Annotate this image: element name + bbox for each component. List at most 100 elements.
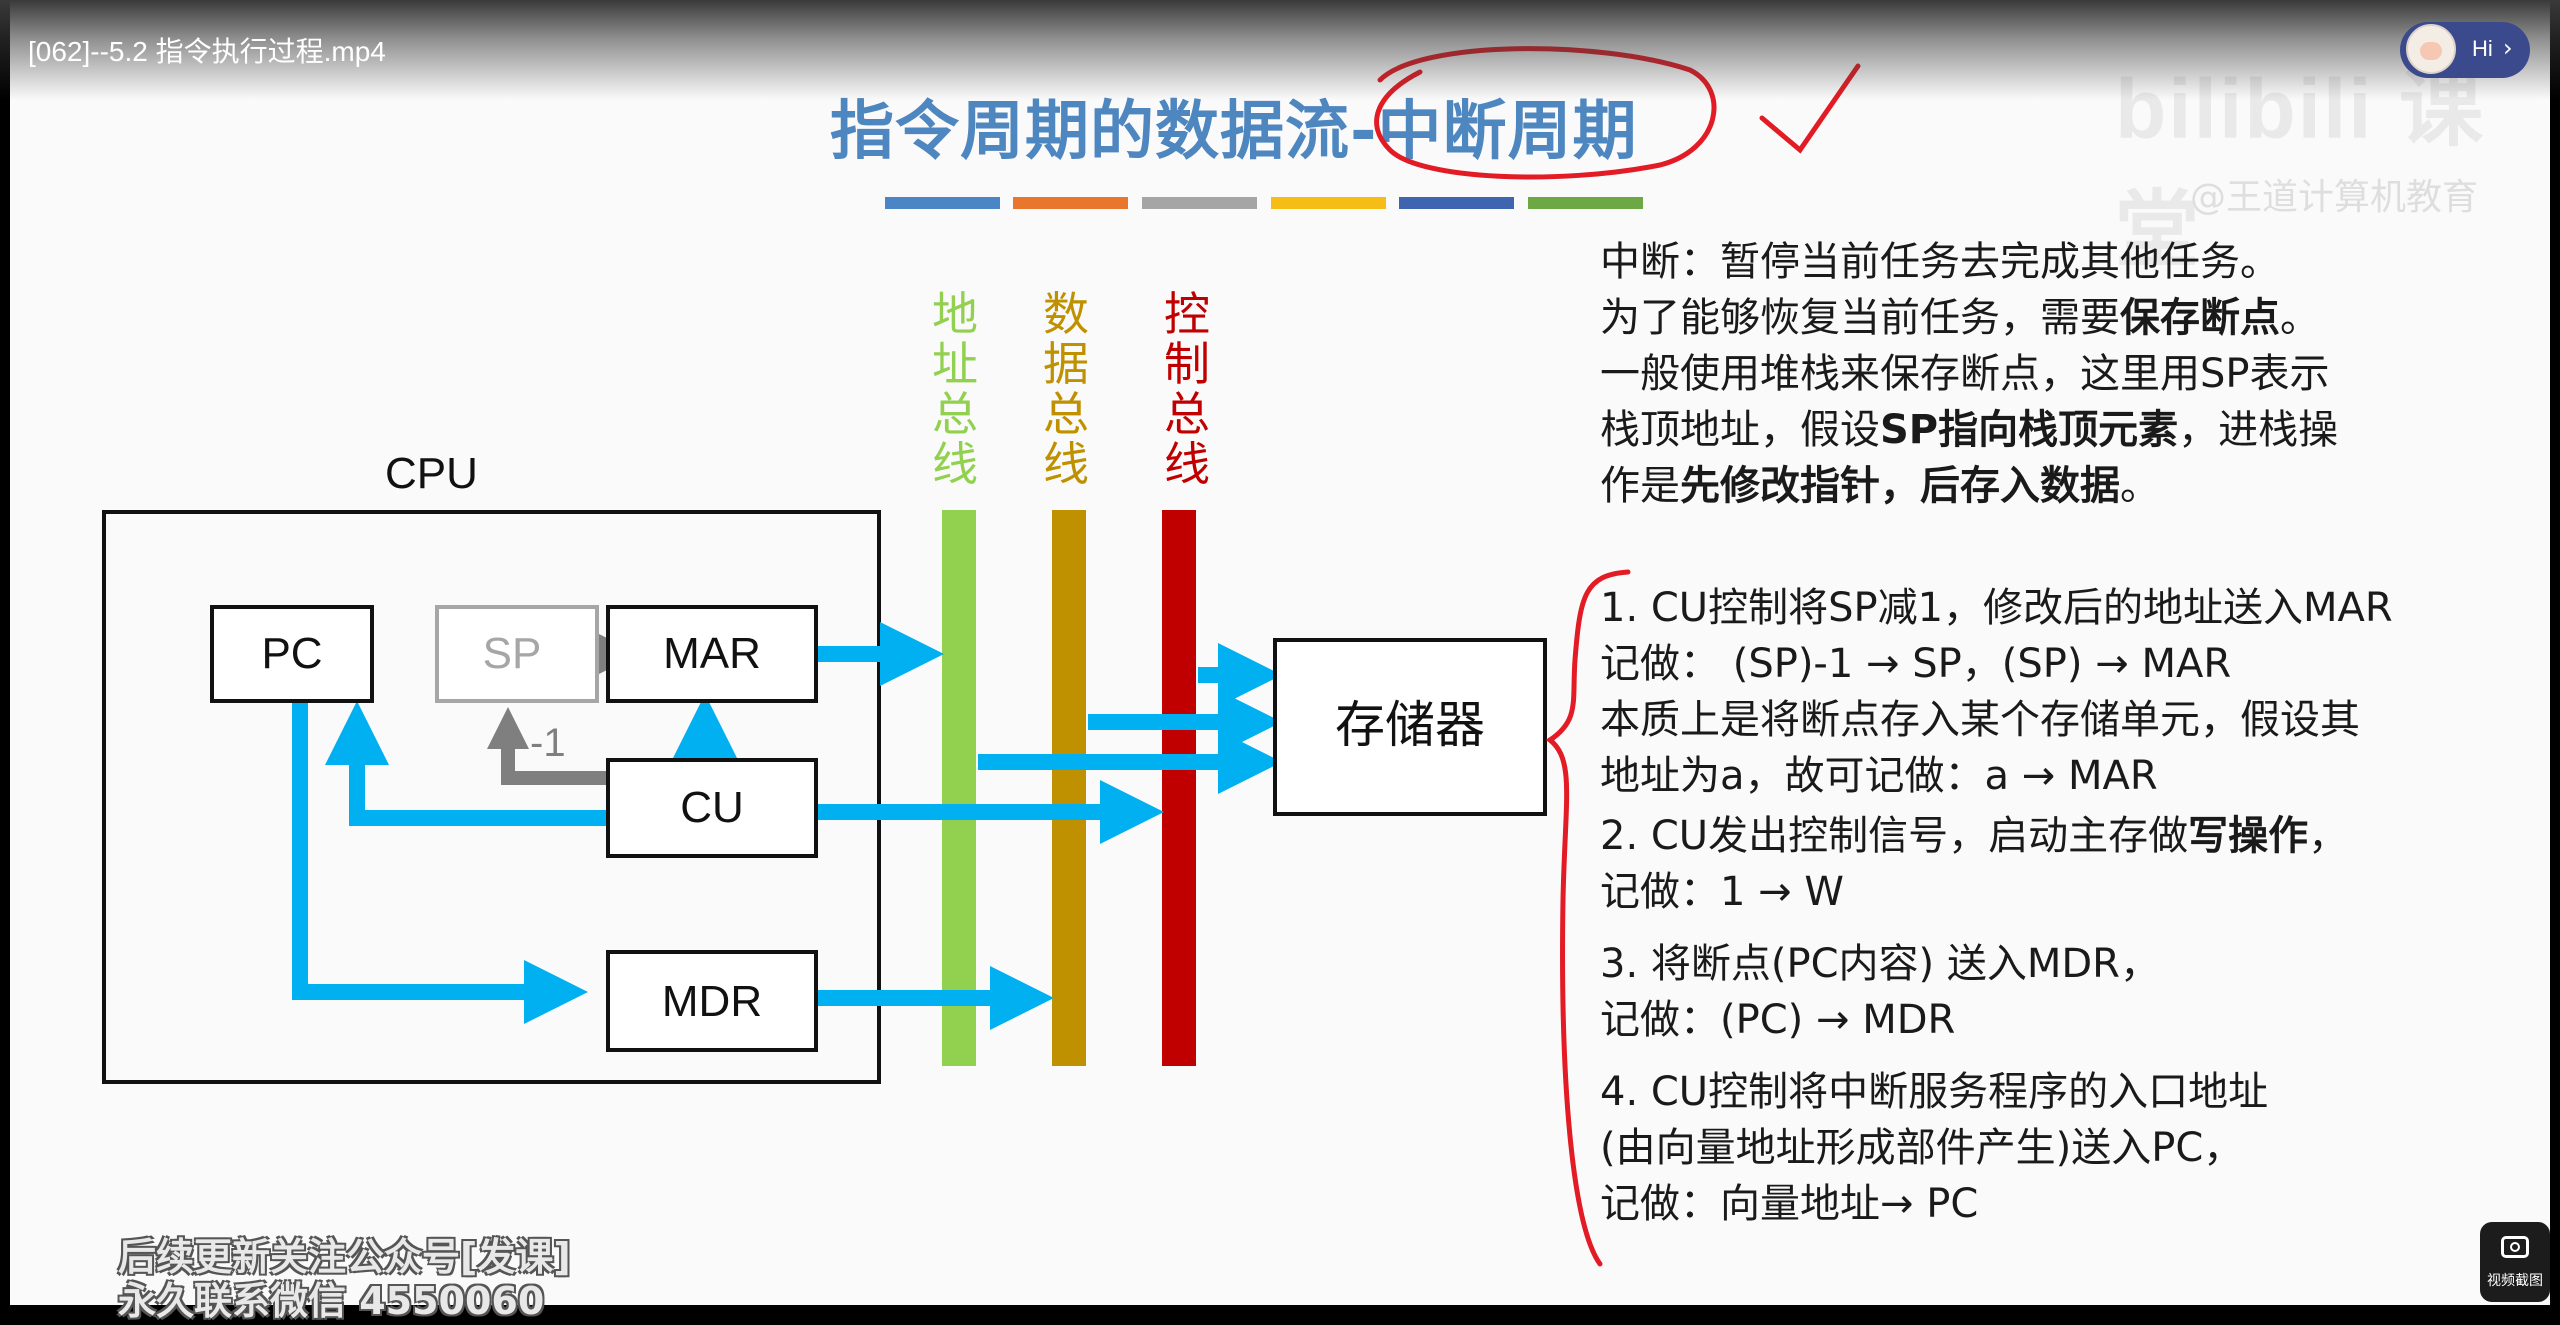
address-bus xyxy=(942,510,976,1066)
title-color-bar xyxy=(885,197,1000,209)
text-span: 记做： (SP)-1 → SP，(SP) → MAR xyxy=(1600,641,2232,687)
data-bus-char: 据 xyxy=(1043,337,1089,391)
text-line: 中断：暂停当前任务去完成其他任务。 xyxy=(1600,234,2338,290)
bold-text: SP指向栈顶元素 xyxy=(1880,407,2179,453)
sp-register xyxy=(435,605,599,703)
cu-label: CU xyxy=(680,783,744,832)
text-span: 记做：1 → W xyxy=(1600,869,1844,915)
text-span: 3. 将断点(PC内容) 送入MDR， xyxy=(1600,941,2160,987)
minus-one-label: -1 xyxy=(530,721,566,765)
title-color-bar xyxy=(1399,197,1514,209)
control-bus-char: 制 xyxy=(1164,337,1210,391)
text-span: ， xyxy=(2308,813,2349,859)
text-line: 一般使用堆栈来保存断点，这里用SP表示 xyxy=(1600,346,2338,402)
footer-watermark-line: 后续更新关注公众号[发课] xyxy=(118,1235,571,1279)
text-span: 地址为a，故可记做：a → MAR xyxy=(1600,753,2158,799)
bold-text: 写操作 xyxy=(2188,813,2309,859)
text-span: 本质上是将断点存入某个存储单元，假设其 xyxy=(1600,697,2360,743)
slide-title: 指令周期的数据流-中断周期 xyxy=(830,95,1638,169)
assistant-label: Hi xyxy=(2472,36,2493,61)
assistant-avatar xyxy=(2406,24,2456,74)
text-span: 2. CU发出控制信号，启动主存做 xyxy=(1600,813,2189,859)
memory-box xyxy=(1273,638,1547,816)
control-bus-char: 控 xyxy=(1164,287,1210,341)
text-line: 作是先修改指针，后存入数据。 xyxy=(1600,458,2338,514)
text-span: 一般使用堆栈来保存断点，这里用SP表示 xyxy=(1600,351,2330,397)
mar-register xyxy=(606,605,818,703)
ai-assistant-button[interactable]: Hi › xyxy=(2400,22,2530,78)
sp-label: SP xyxy=(483,629,542,678)
text-span: 。 xyxy=(2120,463,2160,509)
text-span: 作是 xyxy=(1600,463,1680,509)
cu-to-pc-arrow xyxy=(325,701,608,826)
text-line: 记做：向量地址→ PC xyxy=(1600,1176,2393,1232)
address-bus-char: 址 xyxy=(932,337,978,391)
text-line: 3. 将断点(PC内容) 送入MDR， xyxy=(1600,936,2393,992)
text-line: 地址为a，故可记做：a → MAR xyxy=(1600,748,2393,804)
text-span: 记做：向量地址→ PC xyxy=(1600,1181,1979,1227)
title-color-bar xyxy=(1013,197,1128,209)
title-color-bar xyxy=(1142,197,1257,209)
address-bus-char: 线 xyxy=(932,437,978,491)
text-line: 为了能够恢复当前任务，需要保存断点。 xyxy=(1600,290,2338,346)
video-title: [062]--5.2 指令执行过程.mp4 xyxy=(28,36,386,67)
data-bus-char: 数 xyxy=(1043,287,1089,341)
text-span: 4. CU控制将中断服务程序的入口地址 xyxy=(1600,1069,2269,1115)
text-line: 4. CU控制将中断服务程序的入口地址 xyxy=(1600,1064,2393,1120)
bold-text: 先修改指针，后存入数据 xyxy=(1680,463,2120,509)
cu-unit xyxy=(606,758,818,858)
text-line: 记做：(PC) → MDR xyxy=(1600,992,2393,1048)
footer-watermark-line: 永久联系微信 4550060 xyxy=(118,1279,545,1323)
text-span: 为了能够恢复当前任务，需要 xyxy=(1600,295,2120,341)
text-line: 本质上是将断点存入某个存储单元，假设其 xyxy=(1600,692,2393,748)
title-color-bar xyxy=(1528,197,1643,209)
pc-register xyxy=(210,605,374,703)
step-block: 3. 将断点(PC内容) 送入MDR， 记做：(PC) → MDR xyxy=(1600,936,2393,1048)
step-block: 4. CU控制将中断服务程序的入口地址 (由向量地址形成部件产生)送入PC， 记做：… xyxy=(1600,1064,2393,1232)
player-top-bar xyxy=(0,0,2560,100)
control-bus-char: 线 xyxy=(1164,437,1210,491)
title-color-bar xyxy=(1271,197,1386,209)
step-block: 1. CU控制将SP减1，修改后的地址送入MAR 记做： (SP)-1 → SP，… xyxy=(1600,580,2393,804)
control-bus xyxy=(1162,510,1196,1066)
data-bus xyxy=(1052,510,1086,1066)
step-block: 2. CU发出控制信号，启动主存做写操作， 记做：1 → W xyxy=(1600,808,2393,920)
text-span: 栈顶地址，假设 xyxy=(1600,407,1880,453)
steps-text: 1. CU控制将SP减1，修改后的地址送入MAR 记做： (SP)-1 → SP，… xyxy=(1600,580,2393,1248)
text-span: 记做：(PC) → MDR xyxy=(1600,997,1956,1043)
text-line: 记做： (SP)-1 → SP，(SP) → MAR xyxy=(1600,636,2393,692)
text-span: ，进栈操 xyxy=(2178,407,2339,453)
control-bus-char: 总 xyxy=(1164,387,1210,441)
chevron-right-icon: › xyxy=(2503,34,2513,62)
data-bus-char: 线 xyxy=(1043,437,1089,491)
bold-text: 保存断点 xyxy=(2120,295,2280,341)
memory-label: 存储器 xyxy=(1335,696,1485,754)
mar-label: MAR xyxy=(663,629,761,678)
text-span: (由向量地址形成部件产生)送入PC， xyxy=(1600,1125,2244,1171)
text-line: 栈顶地址，假设SP指向栈顶元素，进栈操 xyxy=(1600,402,2338,458)
mdr-label: MDR xyxy=(662,977,762,1026)
text-line: 记做：1 → W xyxy=(1600,864,2393,920)
camera-icon xyxy=(2501,1236,2529,1258)
cpu-label: CPU xyxy=(385,449,478,498)
text-span: 中断：暂停当前任务去完成其他任务。 xyxy=(1600,239,2280,285)
watermark-author: @王道计算机教育 xyxy=(2190,177,2479,218)
mdr-register xyxy=(606,950,818,1052)
cu-minus-one-arrow xyxy=(487,707,608,785)
pc-to-mdr-arrow xyxy=(292,700,588,1024)
text-span: 。 xyxy=(2280,295,2320,341)
text-line: (由向量地址形成部件产生)送入PC， xyxy=(1600,1120,2393,1176)
address-bus-char: 总 xyxy=(932,387,978,441)
data-bus-char: 总 xyxy=(1043,387,1089,441)
cpu-box xyxy=(102,510,881,1084)
screenshot-label: 视频截图 xyxy=(2487,1273,2543,1289)
brace-annotation xyxy=(1545,569,1631,1267)
text-span: 1. CU控制将SP减1，修改后的地址送入MAR xyxy=(1600,585,2393,631)
intro-text: 中断：暂停当前任务去完成其他任务。为了能够恢复当前任务，需要保存断点。一般使用堆… xyxy=(1600,234,2338,514)
text-line: 2. CU发出控制信号，启动主存做写操作， xyxy=(1600,808,2393,864)
address-bus-char: 地 xyxy=(932,287,978,341)
text-line: 1. CU控制将SP减1，修改后的地址送入MAR xyxy=(1600,580,2393,636)
pc-label: PC xyxy=(261,629,322,678)
screenshot-button[interactable]: 视频截图 xyxy=(2480,1222,2550,1302)
